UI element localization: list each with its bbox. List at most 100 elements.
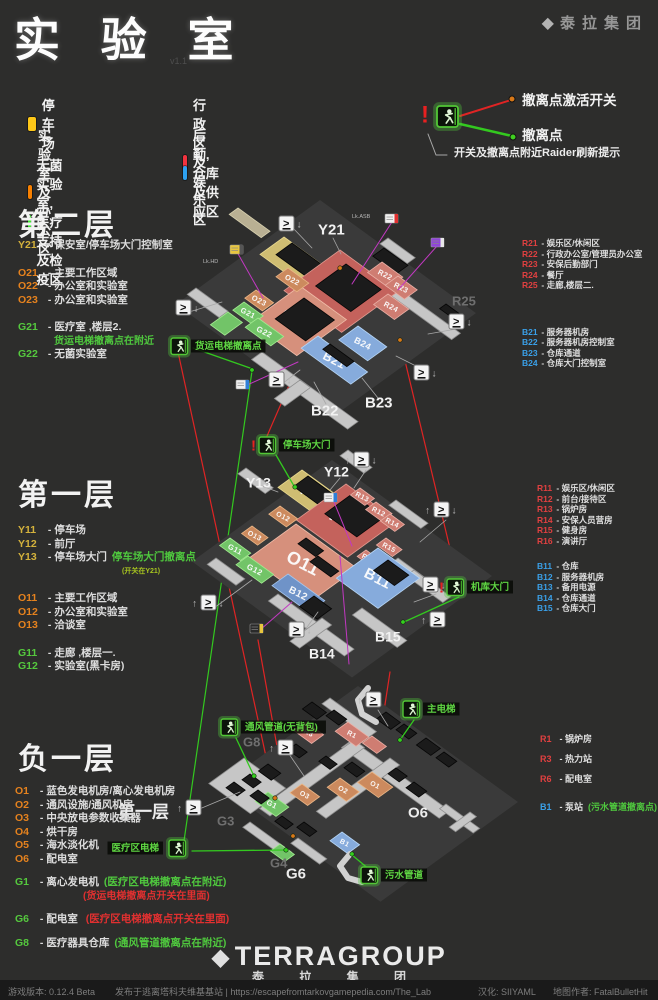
stairs-icon: >↓ [288, 621, 312, 638]
map-line [313, 381, 327, 405]
brand-logo: ◆泰拉集团 [542, 12, 648, 33]
map-shape [297, 537, 325, 558]
room-note: O6 - 配电室 [15, 852, 78, 865]
diamond-icon: ◆ [541, 15, 556, 32]
map-label: G8 [243, 735, 260, 750]
map-label: G6 [286, 866, 306, 883]
room-note: R24 - 餐厅 [522, 269, 564, 280]
map-region-R24 [372, 293, 410, 321]
extraction-dot [251, 773, 257, 779]
map-region-O23 [244, 289, 275, 312]
diamond-icon: ◆ [211, 944, 232, 971]
map-shape [267, 593, 355, 657]
floor-heading-2: 第二层 [18, 209, 117, 242]
map-line [183, 370, 253, 842]
legend-swatch [183, 165, 187, 180]
map-shape [379, 237, 416, 265]
map-line [397, 245, 438, 291]
legend-item-label: 实验室及办公区 [37, 128, 51, 257]
map-region-B24 [338, 325, 388, 362]
map-shape [301, 701, 328, 720]
map-shape [314, 263, 382, 313]
map-line [427, 133, 448, 156]
map-shape [228, 207, 271, 239]
room-note: O4 - 烘干房 [15, 825, 78, 838]
room-note: B13 - 备用电源 [537, 582, 596, 592]
region-code-label: O3 [298, 790, 310, 801]
floor-heading-b1: 负一层 [18, 743, 117, 776]
map-label: ! [251, 438, 256, 455]
exit-icon [443, 575, 467, 599]
svg-text:>: > [427, 579, 433, 591]
map-line [377, 709, 389, 727]
svg-text:>: > [453, 316, 459, 328]
stairs-icon: >↑ [177, 799, 202, 816]
map-shape [258, 739, 366, 817]
room-note: B22 - 服务器机房控制室 [522, 337, 615, 347]
map-label: Y12 [324, 464, 349, 480]
stairs-icon: >↓ [422, 576, 446, 593]
map-line [355, 685, 379, 725]
room-note: R12 - 前台/接待区 [537, 493, 607, 504]
room-note: O13 - 洽谈室 [18, 619, 86, 631]
map-label: 第一层 [118, 801, 169, 821]
map-shape [296, 821, 318, 837]
map-line [281, 369, 301, 385]
map-label: 停车场大门 [283, 439, 331, 451]
map-line [235, 737, 255, 777]
map-label: ↓ [452, 506, 457, 517]
map-label: ↑ [192, 599, 197, 610]
room-note: R22 - 行政办公室/管理员办公室 [522, 248, 643, 259]
author-credit: 地图作者: FatalBulletHit [553, 987, 648, 997]
legend-item: 行政区及娱乐区 [183, 95, 217, 228]
map-label: ↓ [297, 220, 302, 231]
svg-text:>: > [205, 597, 211, 609]
room-note: G12 - 实验室(黑卡房) [18, 660, 125, 672]
map-shape [448, 811, 478, 833]
map-line [213, 579, 253, 609]
room-note: G6 - 配电室 (医疗区电梯撤离点开关在里面) [15, 913, 230, 925]
stairs-icon: >↓ [448, 313, 472, 330]
switch-dot [272, 795, 278, 801]
room-note: G8 - 医疗器具仓库(通风管道撤离点在附近) [15, 936, 227, 949]
map-line [353, 469, 367, 489]
map-shape [372, 559, 410, 587]
footer-logo: ◆TERRAGROUP [0, 941, 658, 972]
legend-item: 实验室及办公区 [28, 125, 62, 258]
map-label: ! [421, 102, 429, 129]
exit-icon [167, 334, 191, 358]
stairs-icon: >↑↓ [425, 501, 457, 518]
map-shape [309, 555, 340, 578]
map-shape [298, 595, 333, 620]
map-region-R23 [384, 275, 418, 300]
region-code-label: R1 [346, 730, 358, 741]
map-label: ↓ [467, 318, 472, 329]
room-note: G1 - 离心发电机(医疗区电梯撤离点在附近) [15, 876, 227, 888]
legend-swatch [28, 184, 32, 199]
map-label: G3 [217, 814, 234, 829]
room-note: O5 - 海水淡化机 [15, 839, 99, 851]
map-label: ↓ [194, 304, 199, 315]
svg-text:>: > [434, 614, 440, 626]
brand-text: 泰拉集团 [559, 15, 648, 32]
map-region-G12 [235, 555, 275, 584]
region-code-label: O1 [369, 780, 381, 791]
map-label: B22 [311, 403, 339, 420]
map-label: ! [439, 580, 444, 597]
map-label: ↑ [357, 696, 362, 707]
map-line [292, 227, 313, 249]
extraction-dot [397, 737, 403, 743]
exit-label-bg [279, 438, 335, 452]
extraction-dot [283, 847, 289, 853]
map-label: ↓ [432, 369, 437, 380]
map-label: ↓ [307, 626, 312, 637]
extraction-dot [400, 619, 406, 625]
map-label: 医疗区电梯 [112, 842, 160, 854]
room-note: R15 - 健身房 [537, 525, 588, 535]
stairs-icon: >↑↓ [192, 594, 224, 611]
